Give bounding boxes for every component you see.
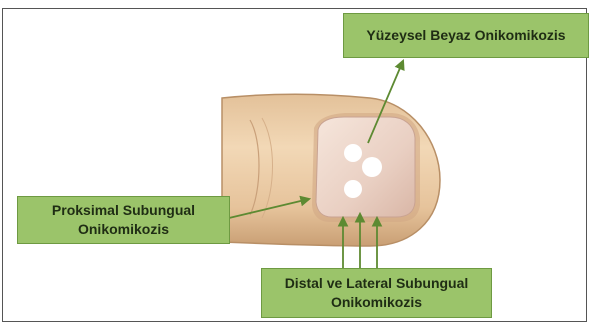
label-text-line1: Distal ve Lateral Subungual: [285, 274, 469, 293]
label-superficial-white: Yüzeysel Beyaz Onikomikozis: [343, 13, 589, 58]
white-spot-2: [362, 157, 382, 177]
white-spot-3: [344, 180, 362, 198]
label-proximal-subungual: Proksimal Subungual Onikomikozis: [17, 196, 230, 244]
label-text-line1: Proksimal Subungual: [52, 201, 195, 220]
label-text-line2: Onikomikozis: [331, 293, 422, 312]
label-distal-lateral-subungual: Distal ve Lateral Subungual Onikomikozis: [261, 268, 492, 318]
label-text-line2: Onikomikozis: [78, 220, 169, 239]
white-spot-1: [344, 144, 362, 162]
label-text: Yüzeysel Beyaz Onikomikozis: [366, 26, 565, 45]
